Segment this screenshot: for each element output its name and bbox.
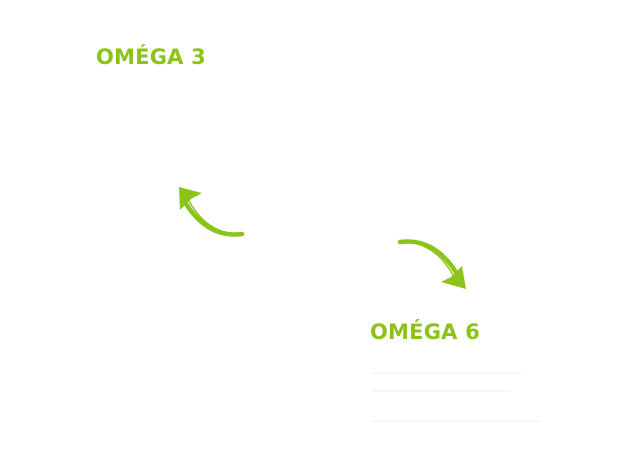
omega-6-heading: OMÉGA 6 [370,320,480,344]
curved-arrow-up-left-icon [179,187,245,237]
omega-3-heading: OMÉGA 3 [96,45,206,69]
faint-text-line [372,372,522,374]
curved-arrow-down-right-icon [397,239,466,289]
faint-text-line [372,390,512,392]
faint-text-line [372,420,540,422]
